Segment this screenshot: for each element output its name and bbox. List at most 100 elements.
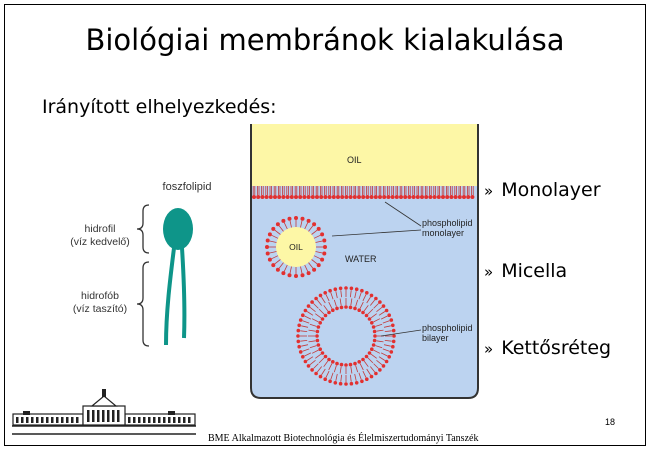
membrane-container: OIL WATER OIL phospholipid monolayer pho… (251, 124, 478, 398)
lipid-head-dot (372, 325, 376, 329)
lipid-head-dot (336, 195, 340, 199)
lipid-head-dot (252, 195, 256, 199)
lipid-head-dot (449, 195, 453, 199)
lipid-head-dot (297, 324, 301, 328)
lipid-head-dot (353, 307, 357, 311)
lipid-head-dot (365, 377, 369, 381)
building-logo-icon (12, 389, 196, 434)
oil-layer (251, 124, 478, 186)
lipid-head-dot (445, 195, 449, 199)
lipid-head-dot (288, 273, 292, 277)
lipid-head-dot (373, 339, 377, 343)
lipid-title: foszfolipid (163, 181, 212, 193)
lipid-head-dot (310, 300, 314, 304)
lipid-head-dot (470, 195, 474, 199)
lipid-head-dot (307, 271, 311, 275)
lipid-head-dot (339, 287, 343, 291)
lipid-head-dot (368, 317, 372, 321)
hydrophobic-sublabel: (víz taszító) (73, 303, 127, 315)
lipid-head-dot (391, 324, 395, 328)
lipid-head-dot (317, 343, 321, 347)
lipid-head-dot (328, 380, 332, 384)
lipid-head-dot (323, 291, 327, 295)
lipid-head-dot (268, 258, 272, 262)
lipid-head-dot (312, 222, 316, 226)
lipid-head-dot (373, 334, 377, 338)
lipid-head-dot (370, 195, 374, 199)
lipid-head-dot (328, 195, 332, 199)
lipid-head-icon (163, 208, 193, 250)
lipid-head-dot (304, 309, 308, 313)
hydrophilic-brace-icon (137, 205, 149, 253)
lipid-head-dot (403, 195, 407, 199)
lipid-head-dot (307, 195, 311, 199)
lipid-head-dot (299, 350, 303, 354)
lipid-head-dot (349, 363, 353, 367)
lipid-head-dot (416, 195, 420, 199)
lipid-head-dot (392, 340, 396, 344)
lipid-head-dot (324, 355, 328, 359)
lipid-head-dot (323, 245, 327, 249)
lipid-head-dot (407, 195, 411, 199)
lipid-head-dot (344, 305, 348, 309)
lipid-head-dot (387, 355, 391, 359)
lipid-head-dot (297, 329, 301, 333)
lipid-head-dot (328, 289, 332, 293)
monolayer-callout-line1: phospholipid (422, 218, 473, 228)
lipid-head-dot (271, 263, 275, 267)
lipid-head-dot (299, 318, 303, 322)
lipid-head-dot (265, 245, 269, 249)
lipid-head-dot (357, 308, 361, 312)
lipid-head-dot (361, 195, 365, 199)
lipid-head-dot (361, 358, 365, 362)
lipid-head-dot (301, 273, 305, 277)
lipid-head-dot (385, 360, 389, 364)
hydrophobic-brace-icon (137, 262, 149, 346)
lipid-head-dot (315, 334, 319, 338)
lipid-head-dot (340, 363, 344, 367)
lipid-head-dot (318, 321, 322, 325)
lipid-head-dot (265, 195, 269, 199)
lipid-head-dot (390, 350, 394, 354)
lipid-head-dot (370, 347, 374, 351)
water-label: WATER (345, 254, 377, 264)
lipid-head-dot (361, 311, 365, 315)
lipid-head-dot (319, 294, 323, 298)
lipid-head-dot (281, 219, 285, 223)
lipid-head-dot (334, 287, 338, 291)
lipid-head-dot (386, 195, 390, 199)
lipid-head-dot (294, 216, 298, 220)
lipid-head-dot (322, 239, 326, 243)
lipid-head-dot (350, 287, 354, 291)
lipid-head-dot (327, 358, 331, 362)
lipid-head-dot (372, 343, 376, 347)
lipid-head-dot (360, 380, 364, 384)
lipid-head-dot (374, 297, 378, 301)
lipid-head-dot (335, 362, 339, 366)
lipid-head-dot (301, 355, 305, 359)
lipid-head-dot (307, 219, 311, 223)
lipid-head-dot (318, 347, 322, 351)
lipid-head-dot (273, 195, 277, 199)
lipid-head-dot (320, 232, 324, 236)
lipid-head-dot (277, 195, 281, 199)
lipid-head-dot (466, 195, 470, 199)
lipid-head-dot (373, 330, 377, 334)
lipid-head-dot (314, 372, 318, 376)
lipid-head-dot (266, 239, 270, 243)
lipid-head-dot (420, 195, 424, 199)
lipid-head-dot (458, 195, 462, 199)
lipid-head-dot (322, 252, 326, 256)
lipid-head-dot (288, 217, 292, 221)
lipid-head-dot (332, 195, 336, 199)
lipid-head-dot (382, 195, 386, 199)
monolayer-callout-line2: monolayer (422, 228, 464, 238)
lipid-head-dot (365, 314, 369, 318)
lipid-head-dot (327, 311, 331, 315)
lipid-head-dot (374, 372, 378, 376)
lipid-head-dot (370, 321, 374, 325)
lipid-head-dot (349, 195, 353, 199)
lipid-head-dot (323, 195, 327, 199)
lipid-head-dot (321, 351, 325, 355)
